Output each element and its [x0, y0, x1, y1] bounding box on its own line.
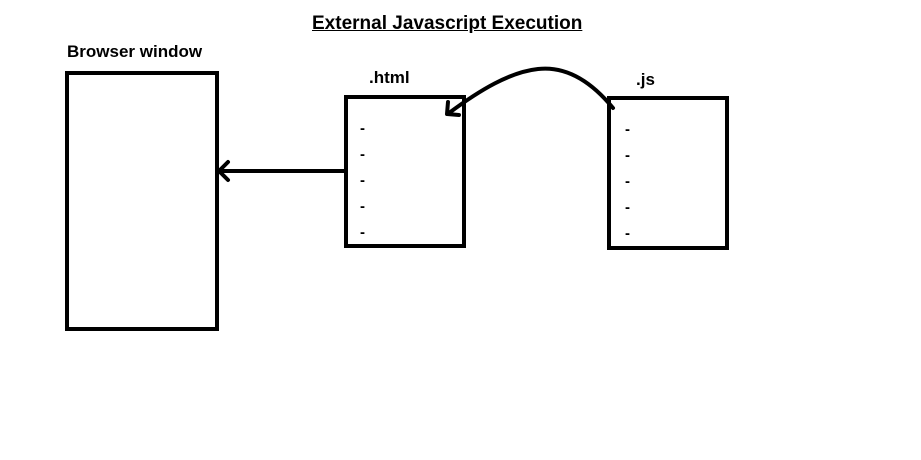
js-line: -: [625, 173, 630, 190]
js-file-label: .js: [636, 70, 655, 89]
browser-window-box: [65, 71, 219, 331]
js-file-box: - - - - -: [607, 96, 729, 250]
html-line: -: [360, 172, 365, 189]
html-line: -: [360, 146, 365, 163]
html-to-browser-arrow: [217, 160, 346, 182]
html-file-label: .html: [369, 68, 410, 87]
js-line: -: [625, 225, 630, 242]
js-line: -: [625, 147, 630, 164]
html-line: -: [360, 224, 365, 241]
js-to-html-arrow: [445, 66, 615, 117]
browser-window-label: Browser window: [67, 42, 203, 61]
js-line: -: [625, 199, 630, 216]
diagram-title: External Javascript Execution: [312, 13, 583, 34]
html-line: -: [360, 120, 365, 137]
html-file-box: - - - - -: [344, 95, 466, 248]
js-line: -: [625, 121, 630, 138]
html-line: -: [360, 198, 365, 215]
